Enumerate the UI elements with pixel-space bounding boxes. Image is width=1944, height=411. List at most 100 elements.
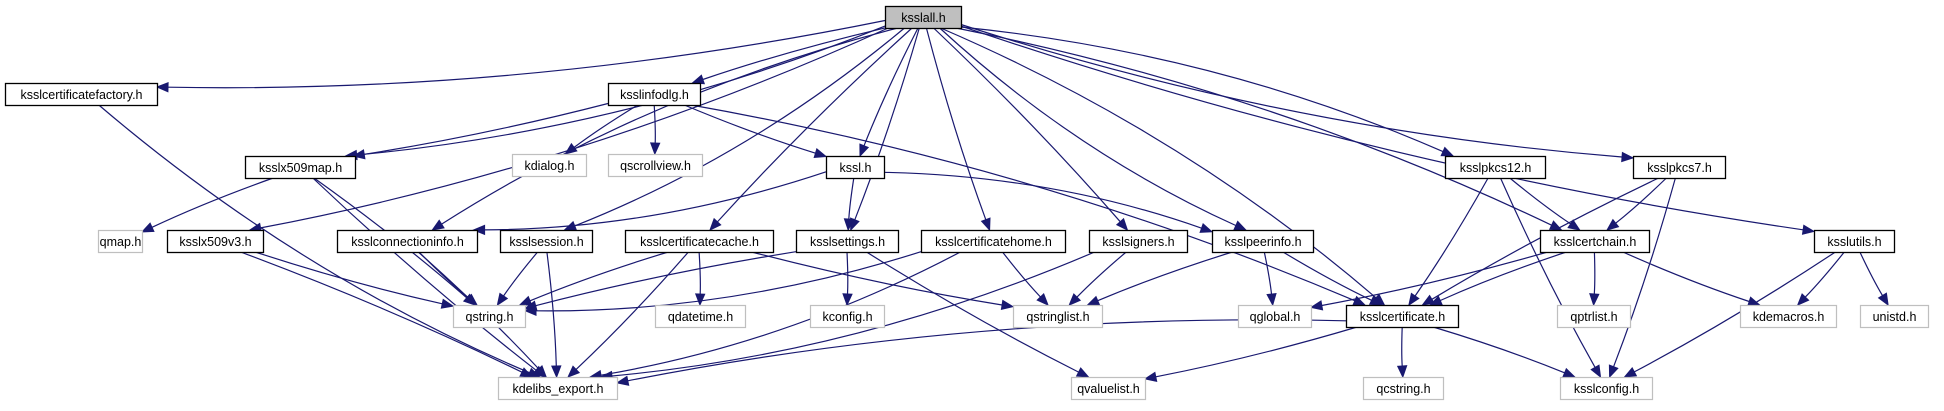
arrowhead-icon: [534, 365, 548, 378]
edge-ksslutils-to-kdemacros: [1804, 251, 1845, 298]
node-ksslcertificatehome[interactable]: ksslcertificatehome.h: [920, 229, 1067, 254]
edge-ksslcertificatecache-to-qstring: [529, 251, 669, 302]
node-box: [1012, 304, 1104, 329]
arrowhead-icon: [1548, 220, 1563, 231]
node-ksslsigners[interactable]: ksslsigners.h: [1088, 229, 1189, 254]
node-ksslx509v3[interactable]: ksslx509v3.h: [166, 229, 265, 254]
edge-ksslall-to-ksslutils: [960, 25, 1804, 231]
node-box[interactable]: [920, 229, 1067, 254]
node-box[interactable]: [884, 5, 963, 30]
edge-ksslcertificatefactory-to-kdelibs_export: [98, 104, 530, 374]
edge-ksslcertificate-to-qvaluelist: [1155, 326, 1358, 378]
node-label: kdialog.h: [524, 159, 574, 173]
node-ksslpkcs7[interactable]: ksslpkcs7.h: [1632, 155, 1727, 180]
edge-ksslcertificatehome-to-qstringlist: [1002, 251, 1041, 298]
node-ksslall[interactable]: ksslall.h: [884, 5, 963, 30]
node-label: ksslcertificatecache.h: [640, 235, 759, 249]
node-label: ksslcertificatehome.h: [935, 235, 1052, 249]
node-label: qstring.h: [466, 310, 514, 324]
node-box[interactable]: [825, 155, 886, 180]
arrowhead-icon: [1623, 367, 1638, 378]
node-kdialog: kdialog.h: [511, 153, 588, 178]
arrowhead-icon: [1000, 299, 1015, 311]
edge-ksslpkcs12-to-ksslcertchain: [1509, 177, 1571, 225]
arrowhead-icon: [518, 295, 533, 306]
edge-ksslsettings-to-kconfig: [846, 251, 849, 295]
node-box: [607, 153, 704, 178]
edge-ksslsession-to-kdelibs_export: [546, 251, 557, 367]
edge-ksslcertificatehome-to-qstring: [535, 251, 922, 312]
node-box[interactable]: [1088, 229, 1189, 254]
node-qscrollview: qscrollview.h: [607, 153, 704, 178]
arrowhead-icon: [694, 293, 706, 307]
edge-ksslall-to-ksslconnectioninfo: [441, 27, 898, 225]
node-ksslutils[interactable]: ksslutils.h: [1813, 229, 1896, 254]
node-label: ksslsigners.h: [1102, 235, 1174, 249]
edge-ksslcertificate-to-kdelibs_export: [627, 319, 1347, 382]
node-box[interactable]: [795, 229, 900, 254]
node-box[interactable]: [166, 229, 265, 254]
arrowhead-icon: [1608, 364, 1619, 379]
node-ksslcertchain[interactable]: ksslcertchain.h: [1539, 229, 1651, 254]
node-ksslinfodlg[interactable]: ksslinfodlg.h: [607, 82, 702, 107]
node-qstring: qstring.h: [452, 304, 527, 329]
node-box[interactable]: [244, 155, 357, 180]
node-ksslpkcs12[interactable]: ksslpkcs12.h: [1444, 155, 1547, 180]
node-box: [452, 304, 527, 329]
edge-ksslcertchain-to-kdemacros: [1622, 251, 1750, 303]
node-box[interactable]: [1813, 229, 1896, 254]
node-box[interactable]: [1444, 155, 1547, 180]
edge-ksslall-to-ksslcertificate: [940, 27, 1377, 299]
node-kssl[interactable]: kssl.h: [825, 155, 886, 180]
node-label: qstringlist.h: [1026, 310, 1089, 324]
edge-ksslcertchain-to-ksslcertificate: [1440, 251, 1567, 302]
node-ksslx509map[interactable]: ksslx509map.h: [244, 155, 357, 180]
arrowhead-icon: [519, 367, 534, 378]
node-ksslpeerinfo[interactable]: ksslpeerinfo.h: [1211, 229, 1315, 254]
node-ksslcertificatecache[interactable]: ksslcertificatecache.h: [624, 229, 775, 254]
arrowhead-icon: [813, 148, 828, 159]
node-box[interactable]: [336, 229, 479, 254]
node-box[interactable]: [1632, 155, 1727, 180]
node-ksslcertificate[interactable]: ksslcertificate.h: [1345, 304, 1460, 329]
arrowhead-icon: [1086, 295, 1101, 306]
edge-ksslpkcs12-to-ksslcertificate: [1414, 177, 1489, 297]
node-box: [1237, 304, 1313, 329]
node-ksslcertificatefactory[interactable]: ksslcertificatefactory.h: [4, 82, 159, 107]
edge-ksslall-to-ksslcertchain: [955, 27, 1552, 226]
edge-ksslall-to-kssl: [863, 27, 919, 147]
node-ksslconnectioninfo[interactable]: ksslconnectioninfo.h: [336, 229, 479, 254]
arrowhead-icon: [1075, 367, 1090, 378]
node-qmap: qmap.h: [97, 229, 144, 254]
edge-ksslall-to-ksslsigners: [933, 27, 1121, 223]
arrowhead-icon: [523, 305, 537, 317]
node-box[interactable]: [4, 82, 159, 107]
edge-ksslcertchain-to-qptrlist: [1593, 251, 1596, 295]
arrowhead-icon: [440, 298, 455, 309]
arrowhead-icon: [1428, 295, 1443, 306]
edge-ksslcertchain-to-qglobal: [1321, 251, 1548, 307]
node-label: ksslconnectioninfo.h: [351, 235, 464, 249]
node-box: [1739, 304, 1838, 329]
arrowhead-icon: [551, 365, 562, 379]
node-label: unistd.h: [1873, 310, 1917, 324]
arrowhead-icon: [351, 149, 366, 160]
node-box[interactable]: [1211, 229, 1315, 254]
edge-ksslall-to-ksslpeerinfo: [939, 27, 1237, 227]
arrowhead-icon: [431, 219, 445, 231]
node-box: [809, 304, 886, 329]
arrowhead-icon: [1606, 218, 1620, 231]
node-box[interactable]: [607, 82, 702, 107]
arrowhead-icon: [1309, 300, 1324, 311]
node-ksslsettings[interactable]: ksslsettings.h: [795, 229, 900, 254]
edge-ksslpeerinfo-to-ksslcertificate: [1282, 251, 1372, 301]
node-box[interactable]: [1539, 229, 1651, 254]
node-box[interactable]: [1345, 304, 1460, 329]
arrowhead-icon: [1801, 224, 1816, 235]
node-box[interactable]: [499, 229, 594, 254]
node-ksslsession[interactable]: ksslsession.h: [499, 229, 594, 254]
edge-kssl-to-ksslsettings: [848, 177, 855, 220]
node-box: [497, 376, 619, 401]
node-box[interactable]: [624, 229, 775, 254]
edge-ksslall-to-ksslcertificatecache: [716, 27, 913, 223]
